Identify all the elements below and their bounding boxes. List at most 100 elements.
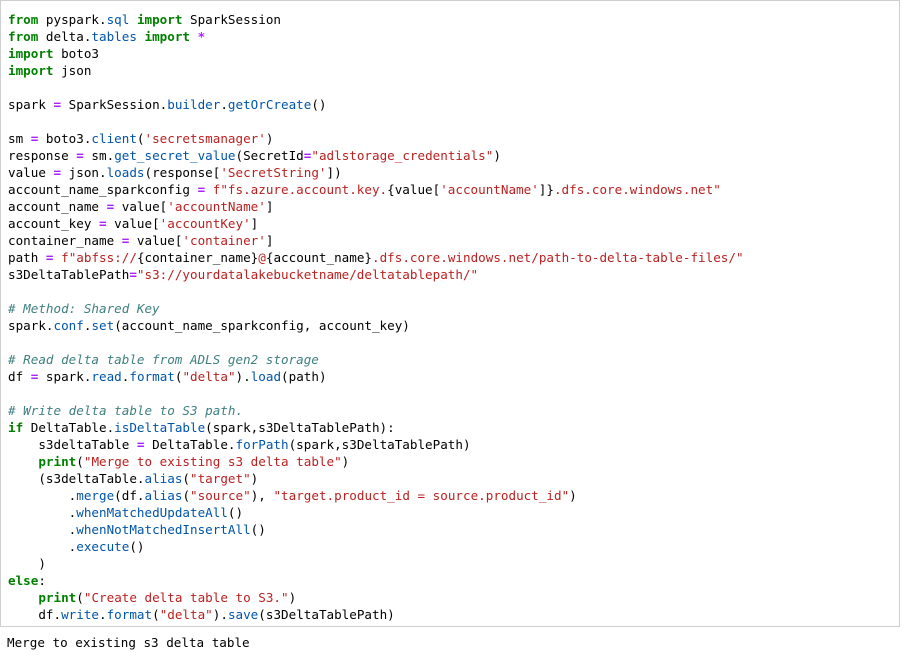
- code-token: ): [493, 148, 501, 163]
- code-line: .whenMatchedUpdateAll(): [8, 504, 744, 521]
- code-token: if: [8, 420, 24, 435]
- code-token: # Read delta table from ADLS gen2 storag…: [8, 352, 319, 367]
- code-token: f"abfss://: [61, 250, 137, 265]
- code-token: =: [76, 148, 84, 163]
- code-line: s3DeltaTablePath="s3://yourdatalakebucke…: [8, 266, 744, 283]
- code-token: =: [197, 182, 206, 197]
- code-token: [8, 454, 38, 469]
- code-token: =: [121, 233, 130, 248]
- code-line: df = spark.read.format("delta").load(pat…: [8, 368, 744, 385]
- code-line: print("Create delta table to S3."): [8, 589, 744, 606]
- code-token: f"fs.azure.account.key.: [212, 182, 388, 197]
- code-token: (response[: [144, 165, 221, 180]
- code-line: ​: [8, 113, 744, 130]
- code-token: (): [311, 97, 327, 112]
- code-line: s3deltaTable = DeltaTable.forPath(spark,…: [8, 436, 744, 453]
- code-line: path = f"abfss://{container_name}@{accou…: [8, 249, 744, 266]
- code-line: print("Merge to existing s3 delta table"…: [8, 453, 744, 470]
- code-token: [205, 182, 213, 197]
- code-token: (: [152, 607, 160, 622]
- code-token: "delta": [159, 607, 213, 622]
- code-token: loads: [106, 165, 145, 180]
- code-token: client: [91, 131, 137, 146]
- code-line: import json: [8, 62, 744, 79]
- code-token: "source": [190, 488, 251, 503]
- code-token: [54, 250, 62, 265]
- code-line: else:: [8, 572, 744, 589]
- code-token: value[: [106, 216, 160, 231]
- code-token: write: [61, 607, 99, 622]
- code-token: .: [83, 318, 92, 333]
- code-line: ​: [8, 79, 744, 96]
- code-token: {container_name}: [136, 250, 259, 265]
- code-token: execute: [76, 539, 130, 554]
- code-line: spark = SparkSession.builder.getOrCreate…: [8, 96, 744, 113]
- code-token: s3deltaTable: [8, 437, 137, 452]
- code-token: DeltaTable.: [23, 420, 115, 435]
- code-token: spark.: [8, 318, 54, 333]
- code-line: import boto3: [8, 45, 744, 62]
- code-line: df.write.format("delta").save(s3DeltaTab…: [8, 606, 744, 623]
- code-token: ]): [326, 165, 342, 180]
- code-token: [8, 590, 38, 605]
- code-token: (): [250, 522, 266, 537]
- code-token: from: [8, 29, 39, 44]
- code-token: .: [8, 488, 77, 503]
- code-token: (: [136, 131, 145, 146]
- code-line: spark.conf.set(account_name_sparkconfig,…: [8, 317, 744, 334]
- code-token: =: [106, 199, 115, 214]
- code-token: merge: [76, 488, 115, 503]
- code-token: alias: [144, 471, 183, 486]
- code-token: (spark,s3DeltaTablePath): [288, 437, 471, 452]
- code-token: "target.product_id = source.product_id": [273, 488, 570, 503]
- code-token: 'SecretString': [220, 165, 327, 180]
- code-token: (): [227, 505, 244, 520]
- code-token: ): [8, 556, 46, 571]
- code-token: ): [341, 454, 350, 469]
- code-token: (account_name_sparkconfig, account_key): [114, 318, 410, 333]
- code-line: sm = boto3.client('secretsmanager'): [8, 130, 744, 147]
- code-token: "Merge to existing s3 delta table": [83, 454, 342, 469]
- code-token: :: [38, 573, 46, 588]
- code-line: ​: [8, 283, 744, 300]
- code-token: whenMatchedUpdateAll: [76, 505, 228, 520]
- code-token: import: [8, 63, 54, 78]
- code-token: {account_name}: [265, 250, 373, 265]
- code-line: (s3deltaTable.alias("target"): [8, 470, 744, 487]
- code-token: ]: [265, 199, 274, 214]
- code-token: .dfs.core.windows.net": [553, 182, 721, 197]
- code-token: import: [136, 12, 183, 27]
- code-token: spark: [8, 97, 54, 112]
- code-token: SparkSession: [182, 12, 282, 27]
- code-token: df: [8, 369, 31, 384]
- code-token: import: [8, 46, 54, 61]
- code-token: =: [45, 250, 54, 265]
- code-token: "Create delta table to S3.": [83, 590, 289, 605]
- code-token: ): [288, 590, 297, 605]
- code-token: 'accountName': [440, 182, 539, 197]
- code-line: if DeltaTable.isDeltaTable(spark,s3Delta…: [8, 419, 744, 436]
- code-token: account_name_sparkconfig: [8, 182, 198, 197]
- code-token: # Write delta table to S3 path.: [8, 403, 244, 418]
- code-token: (: [174, 369, 183, 384]
- code-token: delta.: [38, 29, 92, 44]
- code-token: (spark,s3DeltaTablePath):: [205, 420, 395, 435]
- code-token: path: [8, 250, 46, 265]
- code-token: tables: [91, 29, 137, 44]
- code-line: account_name = value['accountName']: [8, 198, 744, 215]
- cell-output: Merge to existing s3 delta table: [7, 635, 250, 650]
- code-line: .merge(df.alias("source"), "target.produ…: [8, 487, 744, 504]
- code-token: alias: [144, 488, 183, 503]
- code-token: (s3DeltaTablePath): [258, 607, 395, 622]
- code-token: sm: [8, 131, 31, 146]
- code-token: sm.: [83, 148, 115, 163]
- code-token: (SecretId: [235, 148, 304, 163]
- code-token: (path): [281, 369, 327, 384]
- code-token: ): [265, 131, 274, 146]
- code-token: (df.: [114, 488, 145, 503]
- code-token: sql: [106, 12, 130, 27]
- code-token: conf: [53, 318, 84, 333]
- code-token: {value[: [387, 182, 441, 197]
